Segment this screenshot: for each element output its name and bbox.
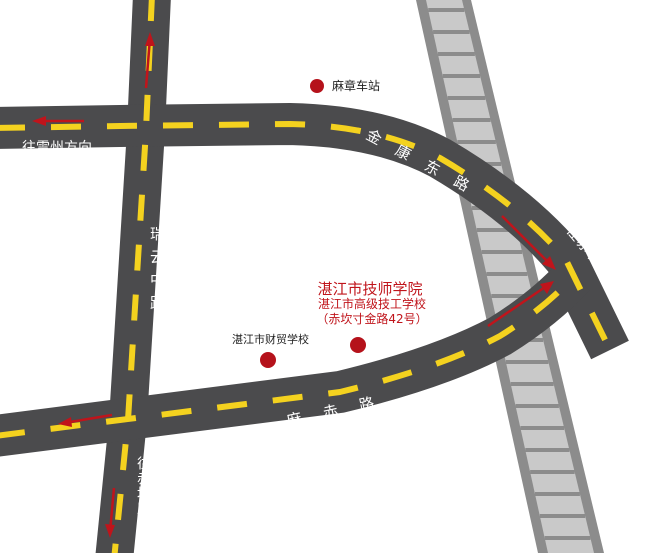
poi-station: 麻章车站 [332, 78, 380, 93]
direction-arrow-icon [32, 32, 556, 538]
poi-finance-school: 湛江市财贸学校 [232, 332, 309, 346]
label-suixi: 往遂溪 [167, 30, 185, 93]
label-leizhou: 往雷州方向 [22, 140, 92, 156]
school-alt-name: 湛江市高级技工学校 [318, 296, 426, 311]
school-name: 湛江市技师学院 [317, 280, 422, 298]
poi-dot-icon [260, 352, 276, 368]
school-address: （赤坎寸金路42号） [316, 311, 427, 326]
label-kangshun: 往赤坎康顺路 [135, 456, 151, 546]
label-mazhang: 往麻章方向 [32, 455, 102, 472]
poi-dot-icon [350, 337, 366, 353]
label-ruiyun: 瑞云中路 [148, 226, 166, 318]
poi-dot-icon [310, 79, 324, 93]
